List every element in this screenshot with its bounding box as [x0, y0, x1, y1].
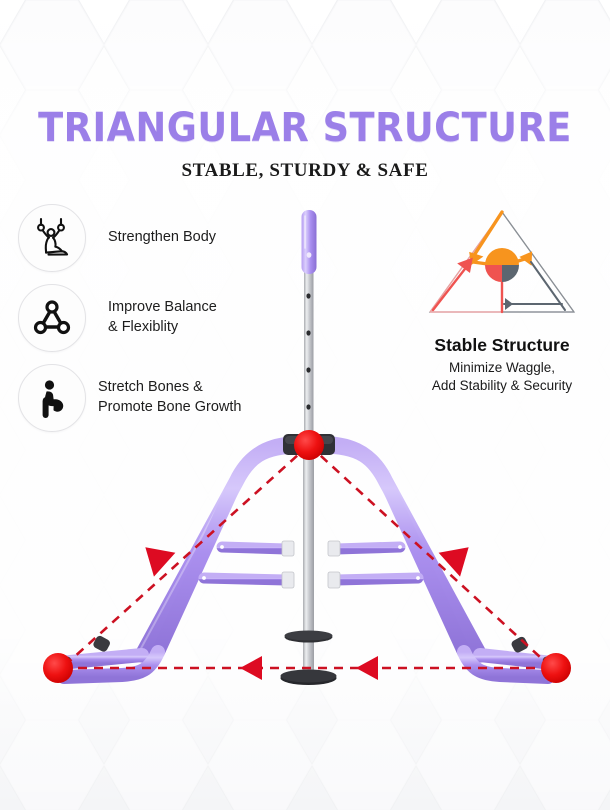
stable-structure-callout: Stable Structure Minimize Waggle, Add St…: [402, 200, 602, 395]
stretching-person-icon: [42, 380, 64, 418]
triangle-nodes-icon: [33, 300, 71, 335]
left-base-vertex: [43, 653, 73, 683]
feature-line-1: Strengthen Body: [108, 229, 217, 246]
feature-badge: [18, 364, 86, 432]
feature-line-2: Promote Bone Growth: [98, 399, 242, 415]
overlay-arrowheads: [145, 547, 469, 680]
overlay-left-side: [61, 444, 310, 669]
page-subtitle: STABLE, STURDY & SAFE: [181, 160, 429, 181]
feature-item-strengthen-body: Strengthen Body: [18, 204, 308, 272]
feature-label: Strengthen Body: [108, 228, 216, 248]
overlay-right-side: [308, 444, 553, 669]
telescoping-purple-pole: [280, 210, 337, 685]
title-block: TRIANGULAR STRUCTURE STABLE, STURDY & SA…: [0, 108, 610, 182]
triangular-frame-climber: [43, 210, 571, 685]
feature-line-1: Improve Balance: [108, 299, 217, 316]
stable-line-2: Add Stability & Security: [431, 377, 573, 393]
feature-label: Stretch Bones & Promote Bone Growth: [98, 378, 241, 417]
gymnastic-rings-icon: [37, 217, 69, 256]
feature-line-2: & Flexiblity: [108, 319, 179, 335]
frame-cross-bars: [198, 540, 424, 589]
apex-vertex: [294, 430, 324, 460]
feature-item-stretch-bones: Stretch Bones & Promote Bone Growth: [18, 364, 308, 432]
feature-label: Improve Balance & Flexiblity: [108, 298, 217, 337]
stable-structure-title: Stable Structure: [434, 335, 570, 355]
force-triangle-diagram: [428, 210, 576, 314]
feature-badge: [18, 284, 86, 352]
red-dashed-triangle-overlay: [61, 444, 553, 670]
pole-adjust-holes: [306, 293, 311, 410]
feature-item-improve-balance: Improve Balance & Flexiblity: [18, 284, 308, 352]
force-pie: [485, 248, 519, 282]
right-base-vertex: [541, 653, 571, 683]
page-title: TRIANGULAR STRUCTURE: [38, 105, 572, 151]
feature-line-1: Stretch Bones &: [98, 379, 203, 396]
frame-base-feet: [53, 645, 559, 684]
pole-top-grip: [301, 210, 317, 274]
stable-structure-description: Minimize Waggle, Add Stability & Securit…: [402, 359, 602, 395]
feature-badge: [18, 204, 86, 272]
stable-line-1: Minimize Waggle,: [448, 360, 556, 375]
triangle-vertices: [43, 430, 571, 683]
